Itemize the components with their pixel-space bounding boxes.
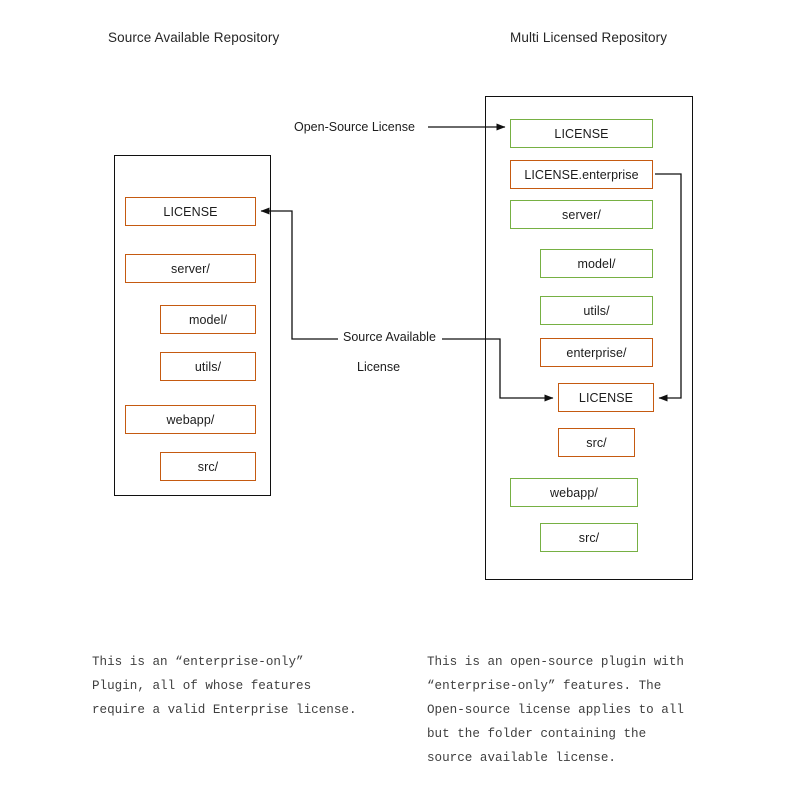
right-node-server[interactable]: server/: [510, 200, 653, 229]
left-node-utils[interactable]: utils/: [160, 352, 256, 381]
right-node-model[interactable]: model/: [540, 249, 653, 278]
caption-right: This is an open-source plugin with “ente…: [427, 655, 684, 765]
left-node-license[interactable]: LICENSE: [125, 197, 256, 226]
right-node-src-oss[interactable]: src/: [540, 523, 638, 552]
wire-source-available-to-left-license: [260, 207, 338, 340]
right-node-enterprise[interactable]: enterprise/: [540, 338, 653, 367]
right-node-utils[interactable]: utils/: [540, 296, 653, 325]
right-node-license-enterprise[interactable]: LICENSE.enterprise: [510, 160, 653, 189]
right-node-webapp[interactable]: webapp/: [510, 478, 638, 507]
left-node-model[interactable]: model/: [160, 305, 256, 334]
right-node-license-oss[interactable]: LICENSE: [510, 119, 653, 148]
right-node-license-source-available[interactable]: LICENSE: [558, 383, 654, 412]
label-source-available-line2: License: [357, 360, 401, 374]
label-source-available-line1: Source Available: [343, 330, 436, 344]
left-node-server[interactable]: server/: [125, 254, 256, 283]
label-open-source-license: Open-Source License: [294, 120, 415, 134]
right-repo-container: [485, 96, 693, 580]
left-node-src[interactable]: src/: [160, 452, 256, 481]
right-node-src-enterprise[interactable]: src/: [558, 428, 635, 457]
right-repo-title: Multi Licensed Repository: [510, 30, 668, 45]
caption-left: This is an “enterprise-only” Plugin, all…: [92, 655, 357, 717]
left-repo-title: Source Available Repository: [108, 30, 280, 45]
left-node-webapp[interactable]: webapp/: [125, 405, 256, 434]
